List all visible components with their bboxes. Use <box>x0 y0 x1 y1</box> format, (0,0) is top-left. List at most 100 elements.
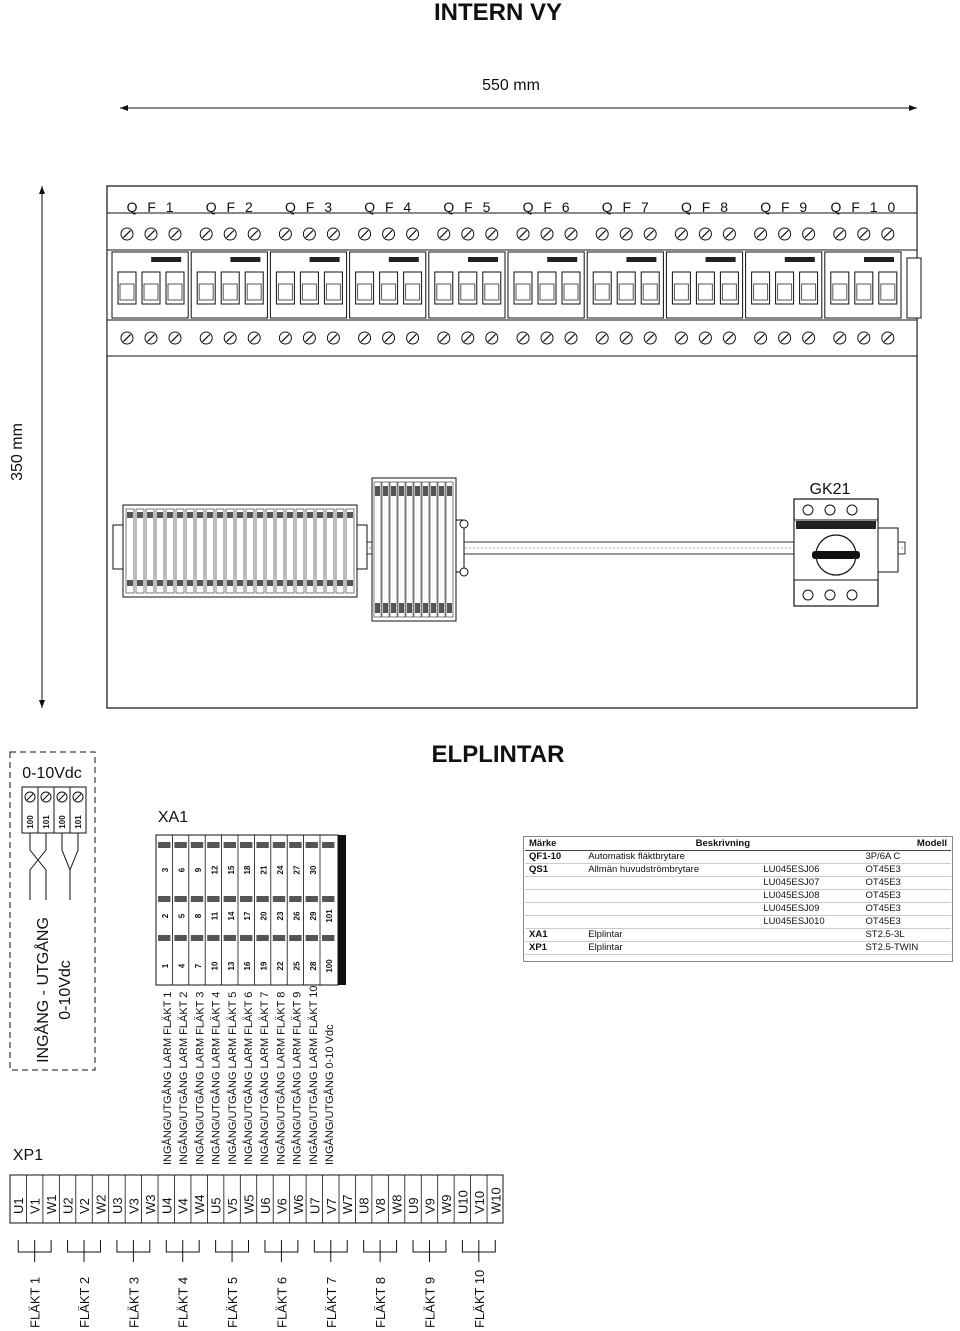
xp1-terminal-label: W5 <box>242 1195 257 1215</box>
breaker-qf10: Q F 1 0 <box>824 199 902 345</box>
breaker-qf9: Q F 9 <box>745 199 823 345</box>
breaker-qf3: Q F 3 <box>269 199 348 345</box>
breaker-label: Q F 3 <box>285 199 335 215</box>
parts-table-header-row: Märke Beskrivning Modell <box>525 838 951 851</box>
parts-cell-model: OT45E3 <box>861 902 951 916</box>
breaker-qf7: Q F 7 <box>586 199 664 345</box>
parts-cell-brand <box>525 915 585 929</box>
section-title: ELPLINTAR <box>432 741 565 768</box>
analog-vertical-label-2: 0-10Vdc <box>57 960 74 1020</box>
xp1-terminal-label: W2 <box>93 1195 108 1215</box>
analog-terminal: 101 <box>69 786 87 834</box>
fan-label: FLÄKT 4 <box>176 1277 191 1328</box>
xp1-terminal-label: W1 <box>44 1195 59 1215</box>
parts-cell-brand: QS1 <box>525 863 585 877</box>
fan-connection: FLÄKT 9 <box>412 1240 447 1328</box>
xa1-terminal-number: 21 <box>260 865 269 874</box>
breaker-qf4: Q F 4 <box>349 199 427 345</box>
xp1-terminal-label: W4 <box>192 1195 207 1215</box>
parts-cell-brand: XP1 <box>525 941 585 955</box>
analog-terminal-number: 100 <box>58 815 67 829</box>
fan-label: FLÄKT 1 <box>28 1277 43 1328</box>
xa1-terminal-number: 10 <box>210 961 219 970</box>
xa1-terminal-number: 26 <box>292 911 301 920</box>
xa1-terminal-number: 22 <box>276 961 285 970</box>
xp1-terminal-label: V1 <box>28 1198 43 1214</box>
parts-cell-brand: XA1 <box>525 928 585 942</box>
fan-label: FLÄKT 2 <box>77 1277 92 1328</box>
xa1-terminal-number: 12 <box>210 865 219 874</box>
xa1-signal-label: INGÅNG/UTGÅNG LARM FLÄKT 6 <box>242 992 255 1165</box>
breaker-label: Q F 8 <box>681 199 731 215</box>
xa1-signal-label: INGÅNG/UTGÅNG LARM FLÄKT 5 <box>226 992 239 1165</box>
parts-header-brand: Märke <box>525 838 585 851</box>
xa1-terminal-number: 19 <box>260 961 269 970</box>
xa1-terminal-number: 101 <box>325 909 334 923</box>
xa1-signal-label: INGÅNG/UTGÅNG LARM FLÄKT 7 <box>258 992 271 1165</box>
xa1-terminal-number: 2 <box>161 913 170 918</box>
parts-header-model: Modell <box>861 838 951 851</box>
xa1-terminal-number: 20 <box>260 911 269 920</box>
analog-vertical-label-1: INGÅNG - UTGÅNG <box>33 917 52 1063</box>
xp1-terminal-label: W9 <box>439 1195 454 1215</box>
parts-cell-brand <box>525 876 585 890</box>
terminal-block-xa1-rail <box>112 504 368 598</box>
breaker-qf5: Q F 5 <box>428 199 506 345</box>
xp1-terminal-label: W3 <box>143 1195 158 1215</box>
xp1-terminal-label: U5 <box>209 1197 224 1214</box>
breaker-label: Q F 1 <box>127 199 177 215</box>
xa1-signal-label: INGÅNG/UTGÅNG LARM FLÄKT 1 <box>161 992 174 1165</box>
xa1-terminal-number: 16 <box>243 961 252 970</box>
parts-cell-model: OT45E3 <box>861 915 951 929</box>
breaker-label: Q F 2 <box>206 199 256 215</box>
fan-connection: FLÄKT 7 <box>313 1240 348 1328</box>
xa1-terminal-number: 9 <box>194 867 203 872</box>
xa1-terminal-number: 11 <box>210 911 219 920</box>
parts-cell-description: Allmän huvudströmbrytare <box>584 863 760 877</box>
xa1-terminal-number: 29 <box>309 911 318 920</box>
switch-label: GK21 <box>810 481 851 498</box>
parts-cell-code: LU045ESJ07 <box>759 876 862 890</box>
analog-terminal-number: 101 <box>42 815 51 829</box>
analog-io-box <box>9 751 96 1071</box>
xa1-terminal-number: 3 <box>161 867 170 872</box>
page-title: INTERN VY <box>434 0 562 26</box>
parts-header-description: Beskrivning <box>584 838 862 851</box>
parts-cell-brand <box>525 889 585 903</box>
xa1-terminal-number: 24 <box>276 865 285 874</box>
xp1-label: XP1 <box>13 1147 43 1164</box>
analog-box-title: 0-10Vdc <box>22 765 82 782</box>
fan-label: FLÄKT 7 <box>324 1277 339 1328</box>
parts-cell-code: LU045ESJ08 <box>759 889 862 903</box>
fan-connection: FLÄKT 2 <box>67 1240 101 1328</box>
parts-cell-brand <box>525 902 585 916</box>
parts-cell-model: OT45E3 <box>861 889 951 903</box>
parts-cell-code <box>759 941 862 955</box>
parts-cell-model: OT45E3 <box>861 876 951 890</box>
parts-cell-model: ST2.5-TWIN <box>861 941 951 955</box>
xp1-terminal-label: V7 <box>324 1198 339 1214</box>
fan-label: FLÄKT 6 <box>274 1277 289 1328</box>
xa1-terminal-number: 8 <box>194 913 203 918</box>
xa1-signal-label: INGÅNG/UTGÅNG LARM FLÄKT 3 <box>193 992 206 1165</box>
xa1-signal-label: INGÅNG/UTGÅNG LARM FLÄKT 10 <box>307 985 320 1165</box>
xa1-terminal-number: 4 <box>178 963 187 968</box>
xa1-terminal-number: 5 <box>178 913 187 918</box>
xa1-vertical-labels: INGÅNG/UTGÅNG LARM FLÄKT 1 INGÅNG/UTGÅNG … <box>161 985 336 1165</box>
xp1-terminal-label: U9 <box>406 1197 421 1214</box>
breaker-qf8: Q F 8 <box>665 199 744 345</box>
xp1-terminal-label: U3 <box>110 1197 125 1214</box>
xp1-terminal-label: W8 <box>390 1195 405 1215</box>
xp1-terminal-label: U4 <box>159 1197 174 1214</box>
xp1-terminal-label: V5 <box>225 1198 240 1214</box>
xa1-terminal-number: 13 <box>227 961 236 970</box>
analog-terminal: 100 <box>21 786 39 834</box>
parts-cell-description <box>584 876 760 890</box>
